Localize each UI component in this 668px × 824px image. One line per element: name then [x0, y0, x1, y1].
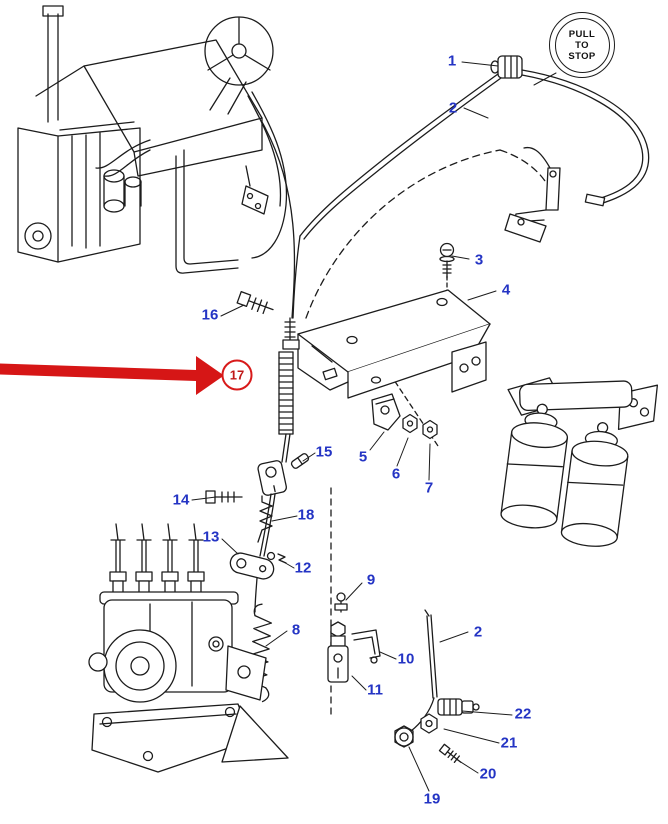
lever-assembly-right	[504, 146, 561, 243]
part-label-19: 19	[423, 790, 441, 808]
part-label-1: 1	[447, 52, 457, 70]
stop-knob-face: PULL TO STOP	[549, 12, 615, 78]
injection-pump	[88, 523, 289, 773]
part-label-4: 4	[501, 281, 511, 299]
bolt-16	[236, 290, 274, 315]
tractor-sketch	[17, 5, 296, 319]
part-label-15: 15	[315, 443, 333, 461]
part-label-21: 21	[500, 734, 518, 752]
fittings-19-22	[394, 698, 480, 763]
nut-6	[402, 413, 418, 434]
part-label-7: 7	[424, 479, 434, 497]
part-label-6: 6	[391, 465, 401, 483]
part-label-11: 11	[367, 681, 383, 699]
stop-knob	[490, 55, 523, 79]
highlight-arrow	[0, 356, 224, 395]
red-arrow	[0, 356, 224, 395]
part-label-18: 18	[297, 506, 315, 524]
part-label-20: 20	[479, 765, 497, 783]
stop-knob-face-text: PULL TO STOP	[554, 17, 610, 73]
leader-lines	[191, 61, 557, 792]
part-label-3: 3	[474, 251, 484, 269]
part-label-2-bottom: 2	[473, 623, 483, 641]
lever-13	[229, 493, 276, 613]
mounting-bracket-4	[297, 289, 491, 399]
part-label-2-top: 2	[448, 99, 458, 117]
stop-cable	[292, 69, 650, 319]
part-label-9: 9	[366, 571, 376, 589]
part-label-17-highlighted: 17	[221, 359, 253, 391]
nut-7	[422, 419, 438, 440]
fuel-filters	[500, 377, 659, 547]
stop-knob-line1: PULL	[568, 28, 596, 40]
part-label-10: 10	[397, 650, 415, 668]
cable-2-bottom	[410, 609, 438, 732]
clamp-5	[371, 393, 401, 431]
pin-15	[290, 453, 310, 469]
stop-knob-line2: TO	[575, 39, 589, 51]
cable-assembly-17	[257, 317, 300, 496]
bolt-14	[205, 490, 243, 504]
part-label-5: 5	[358, 448, 368, 466]
part-label-22: 22	[514, 705, 532, 723]
part-label-12: 12	[294, 559, 312, 577]
part-label-8: 8	[291, 621, 301, 639]
stop-knob-line3: STOP	[568, 50, 596, 62]
linkage-9-10-11	[327, 592, 381, 683]
part-label-13: 13	[202, 528, 220, 546]
part-label-14: 14	[172, 491, 190, 509]
part-label-16: 16	[201, 306, 219, 324]
spring-18	[257, 495, 273, 543]
bolt-3	[439, 242, 455, 279]
